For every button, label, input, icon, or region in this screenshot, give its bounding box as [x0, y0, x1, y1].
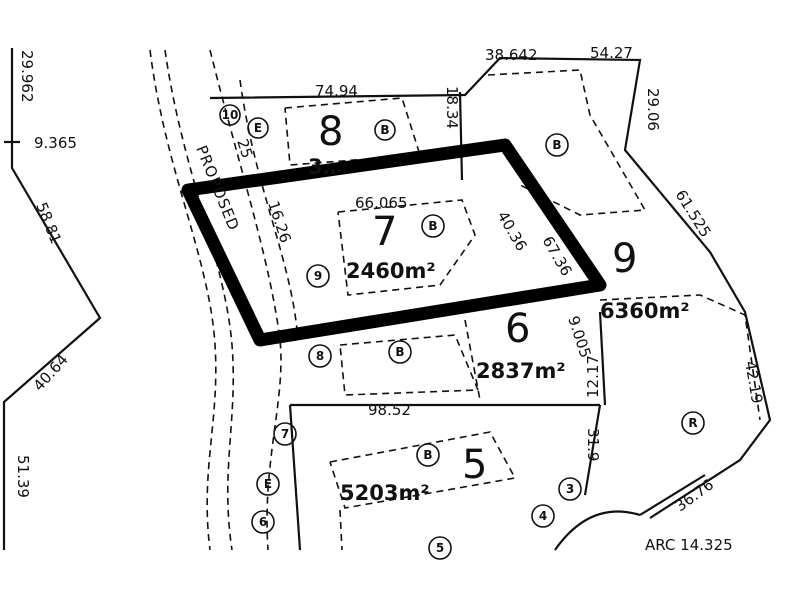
marker-circle-9 — [306, 264, 330, 288]
marker-b-lot7: B — [428, 219, 437, 233]
marker-circle-r — [681, 411, 705, 435]
marker-circle-3 — [558, 477, 582, 501]
marker-b-lot5: B — [423, 448, 432, 462]
marker-circle-4 — [531, 504, 555, 528]
dim-74-94: 74.94 — [315, 82, 358, 100]
outer-boundary — [209, 56, 772, 519]
marker-b-lot8: B — [380, 123, 389, 137]
lot-8-east-line — [458, 91, 464, 181]
lot-5-internal — [339, 509, 343, 551]
lot-6-number: 6 — [505, 306, 530, 352]
marker-4: 4 — [539, 509, 547, 523]
left-boundary — [2, 48, 102, 550]
lot-8-area: 3‥ — [308, 155, 337, 179]
lot-7-area: 2460m² — [346, 259, 436, 283]
road-edge-2 — [164, 49, 235, 551]
lot-5-envelope — [329, 431, 517, 509]
dashed-lines — [149, 49, 761, 551]
dim-58-81: 58.81 — [32, 200, 65, 247]
dim-18-34: 18.34 — [443, 86, 461, 129]
marker-circle-8 — [308, 344, 332, 368]
marker-3: 3 — [566, 482, 574, 496]
marker-circle-b-lot9 — [545, 133, 569, 157]
boundary-lines — [2, 48, 772, 551]
marker-e2: E — [264, 477, 272, 491]
marker-r: R — [688, 416, 697, 430]
lot-7-highlight — [181, 138, 607, 347]
marker-circle-10 — [219, 104, 241, 126]
lot-5-west-line — [288, 404, 302, 551]
marker-circle-b-lot5 — [416, 443, 440, 467]
dim-16-26: 16.26 — [264, 199, 294, 245]
lot-8-number: 8 — [318, 109, 343, 155]
marker-circle-7 — [273, 422, 297, 446]
marker-9: 9 — [314, 269, 322, 283]
dim-66-065: 66.065 — [355, 194, 408, 212]
lot-8-envelope — [284, 97, 422, 166]
lot-6-east-line — [598, 311, 607, 406]
dim-29-962: 29.962 — [18, 50, 36, 103]
lot-5-number: 5 — [462, 442, 487, 488]
lot-9-envelope — [487, 69, 647, 216]
marker-8: 8 — [316, 349, 324, 363]
lot-9-area: 6360m² — [600, 299, 690, 323]
road-edge-1 — [149, 49, 217, 551]
marker-circle-e2 — [256, 472, 280, 496]
marker-circles — [219, 104, 705, 560]
marker-circle-b-lot6 — [388, 340, 412, 364]
dim-51-39: 51.39 — [14, 455, 32, 498]
lot-labels: 8 3‥ 7 2460m² 9 6360m² 6 2837m² 5 5203m² — [308, 109, 690, 505]
marker-circle-5 — [428, 536, 452, 560]
dim-40-36: 40.36 — [494, 208, 531, 254]
lot-6-envelope — [339, 334, 480, 396]
lot-6-internal — [464, 319, 481, 401]
lot-9-number: 9 — [612, 236, 637, 282]
marker-circle-b-lot8 — [374, 119, 396, 141]
lot-5-area: 5203m² — [340, 481, 430, 505]
marker-e1: E — [254, 121, 262, 135]
lot-7-envelope — [337, 199, 476, 296]
marker-10: 10 — [222, 108, 239, 122]
marker-b-lot9: B — [552, 138, 561, 152]
dim-42-19: 42.19 — [741, 360, 766, 405]
dim-29-06: 29.06 — [644, 88, 662, 131]
marker-circle-b-lot7 — [421, 214, 445, 238]
dim-31-9: 31.9 — [584, 428, 602, 461]
dim-9-005: 9.005 — [564, 314, 594, 360]
dim-38-642: 38.642 — [485, 46, 538, 64]
dim-arc-14-325: ARC 14.325 — [645, 536, 733, 554]
marker-circle-6 — [251, 510, 275, 534]
marker-5: 5 — [436, 541, 444, 555]
dim-9-365: 9.365 — [34, 134, 77, 152]
dim-98-52: 98.52 — [368, 401, 411, 419]
marker-b-lot6: B — [395, 345, 404, 359]
lot-6-area: 2837m² — [476, 359, 566, 383]
road-edge-4 — [239, 79, 299, 341]
marker-6: 6 — [259, 515, 267, 529]
dim-54-27: 54.27 — [590, 44, 633, 62]
lot-9-frontage — [599, 294, 761, 421]
lot-7-number: 7 — [372, 209, 397, 255]
lot-5-east-line — [583, 404, 602, 496]
marker-labels: 10 E B B B 9 8 B 7 B R E 6 4 3 5 — [222, 108, 698, 555]
dim-12-17: 12.17 — [584, 355, 602, 398]
marker-7: 7 — [281, 427, 289, 441]
dim-25: 25 — [233, 137, 256, 161]
marker-circle-e1 — [247, 117, 269, 139]
arc-side-line — [639, 474, 706, 516]
cul-de-sac-arc — [554, 510, 641, 551]
